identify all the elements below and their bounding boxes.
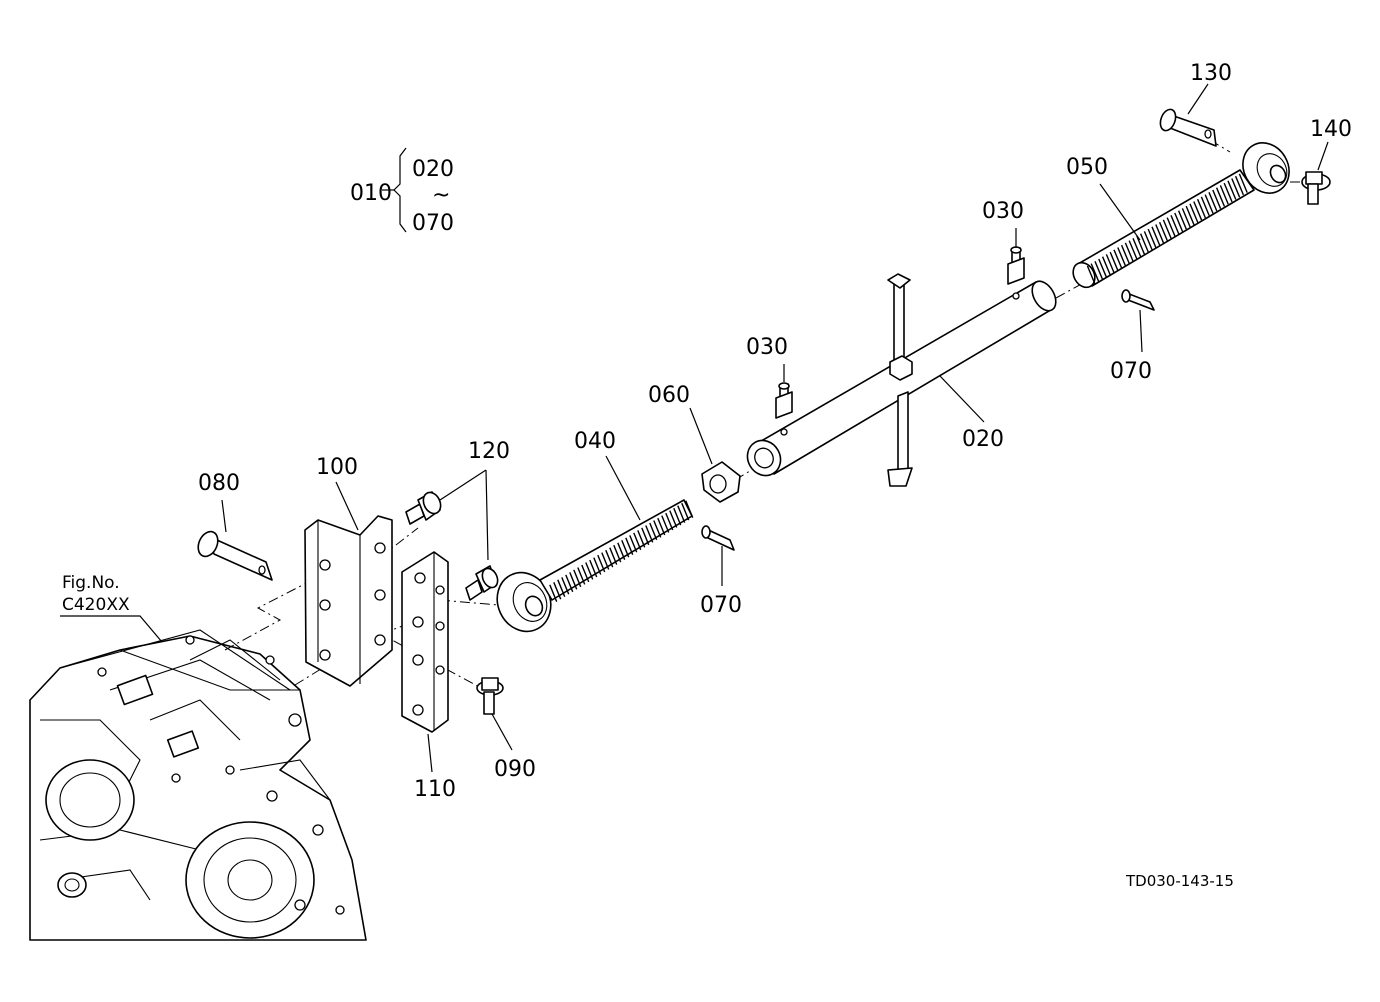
drawing-code: TD030-143-15 bbox=[1125, 872, 1234, 890]
part-070-pin-upper bbox=[1121, 289, 1155, 311]
callout-080: 080 bbox=[198, 471, 240, 496]
callout-labels: 020 030 030 040 050 060 070 070 080 090 … bbox=[62, 61, 1352, 890]
callout-110: 110 bbox=[414, 777, 456, 802]
callout-030-upper: 030 bbox=[982, 199, 1024, 224]
callout-050: 050 bbox=[1066, 155, 1108, 180]
callout-060: 060 bbox=[648, 383, 690, 408]
part-140-bolt bbox=[1301, 171, 1331, 205]
callout-030-lower: 030 bbox=[746, 335, 788, 360]
callout-070-lower: 070 bbox=[700, 593, 742, 618]
part-050-rod-end bbox=[1072, 142, 1290, 289]
callout-040: 040 bbox=[574, 429, 616, 454]
part-030-fittings bbox=[775, 246, 1025, 419]
part-120-fittings bbox=[405, 491, 499, 601]
part-060-nut bbox=[701, 461, 741, 503]
assembly-parent-number: 010 bbox=[350, 181, 392, 206]
part-020-tube bbox=[746, 273, 1057, 487]
reference-figure-prefix: Fig.No. bbox=[62, 573, 120, 593]
assembly-range-from: 020 bbox=[412, 157, 454, 182]
callout-100: 100 bbox=[316, 455, 358, 480]
part-040-rod-end bbox=[496, 499, 694, 633]
callout-140: 140 bbox=[1310, 117, 1352, 142]
part-100-bracket bbox=[304, 515, 393, 687]
assembly-range-mark: ~ bbox=[432, 183, 450, 208]
callout-070-upper: 070 bbox=[1110, 359, 1152, 384]
callout-020: 020 bbox=[962, 427, 1004, 452]
part-080-pin bbox=[197, 530, 273, 581]
part-070-pin-lower bbox=[701, 525, 735, 551]
reference-figure-number: C420XX bbox=[62, 595, 130, 615]
assembly-range-to: 070 bbox=[412, 211, 454, 236]
part-090-bolt bbox=[476, 677, 504, 715]
callout-130: 130 bbox=[1190, 61, 1232, 86]
callout-120: 120 bbox=[468, 439, 510, 464]
part-130-pin bbox=[1159, 108, 1217, 147]
callout-090: 090 bbox=[494, 757, 536, 782]
transmission-housing bbox=[29, 629, 367, 941]
leader-lines bbox=[60, 83, 1329, 773]
part-110-plate bbox=[401, 551, 449, 733]
